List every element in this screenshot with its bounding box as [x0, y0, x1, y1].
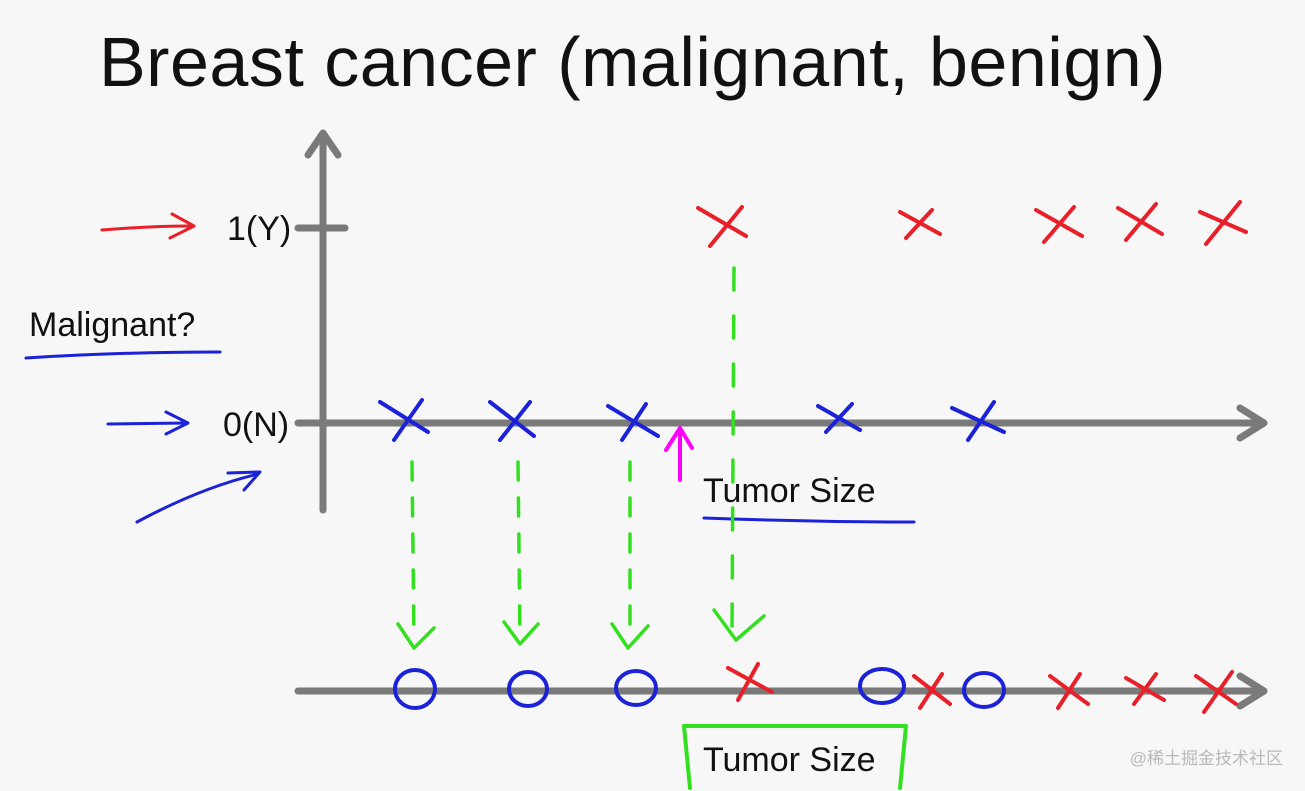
malignant-projected [726, 662, 1238, 714]
bottom-axis [294, 672, 1268, 710]
bottom-axis-arrowhead [1236, 672, 1268, 710]
watermark: @稀土掘金技术社区 [1129, 749, 1283, 768]
malignant-cross [1034, 205, 1084, 244]
tick-0-label: 0(N) [223, 406, 290, 444]
malignant-cross [1194, 670, 1238, 714]
benign-cross [816, 402, 862, 434]
malignant-cross [1124, 672, 1166, 706]
malignant-cross [696, 205, 748, 248]
tick-1-label: 1(Y) [227, 210, 292, 248]
benign-circle [614, 669, 658, 707]
malignant-underline [24, 350, 222, 360]
red-pointer-arrow [100, 212, 196, 240]
slide-title: Breast cancer (malignant, benign) [98, 23, 1167, 101]
projection-arrows [396, 266, 766, 650]
malignant-cross [726, 662, 774, 702]
projection-arrow [502, 460, 540, 646]
malignant-cross [898, 208, 942, 240]
x-axis-arrowhead [1236, 404, 1268, 442]
malignant-cross [1198, 200, 1248, 246]
malignant-cross [912, 672, 952, 710]
benign-circle [393, 668, 437, 710]
malignant-cross [1116, 202, 1164, 242]
benign-cross [606, 402, 660, 442]
blue-pointer-arrow [106, 410, 190, 436]
malignant-samples [696, 200, 1248, 248]
projection-arrow [396, 460, 436, 650]
green-bracket [682, 724, 908, 790]
annotation-arrows [24, 212, 916, 524]
top-plot-axes [294, 129, 1268, 514]
projection-arrow [712, 266, 766, 642]
benign-projected [393, 667, 1006, 710]
benign-circle [507, 670, 549, 708]
benign-cross [488, 400, 536, 442]
y-axis-label: Malignant? [29, 306, 196, 344]
benign-circle [962, 671, 1006, 709]
y-axis-arrowhead [304, 129, 342, 159]
benign-circle [858, 667, 906, 705]
x-axis-label-top: Tumor Size [703, 472, 876, 510]
benign-cross [950, 400, 1006, 442]
benign-cross [378, 398, 430, 442]
threshold-arrow [664, 426, 694, 482]
x-axis-label-bottom: Tumor Size [703, 741, 876, 779]
benign-samples [378, 398, 1006, 442]
tumor-size-underline [702, 516, 916, 524]
malignant-cross [1048, 672, 1090, 710]
projection-arrow [610, 460, 650, 650]
blue-diagonal-arrow [135, 470, 262, 524]
